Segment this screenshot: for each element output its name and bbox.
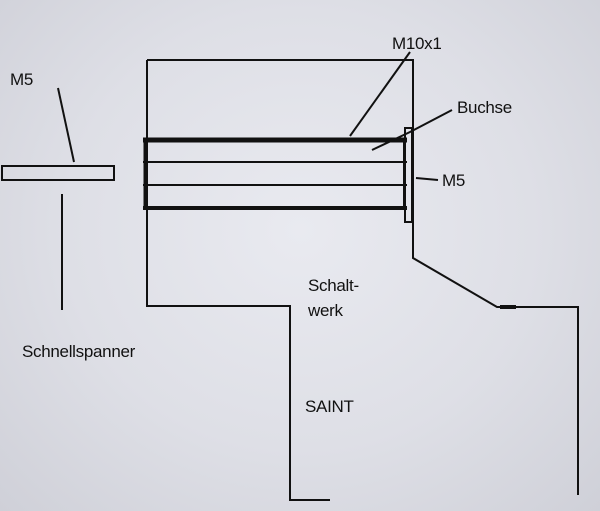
derailleur-housing-left — [146, 60, 330, 501]
label-m5-left: M5 — [10, 70, 34, 89]
label-schalt: Schalt- — [308, 276, 359, 295]
leader-buchse — [371, 109, 453, 151]
leader-m5-right — [415, 177, 439, 181]
leader-m5-left — [57, 87, 75, 163]
label-m10x1: M10x1 — [392, 34, 442, 53]
label-schnellspanner: Schnellspanner — [22, 342, 135, 361]
label-werk: werk — [308, 301, 343, 320]
label-saint: SAINT — [305, 397, 354, 416]
quick-release-bar — [1, 165, 115, 181]
label-buchse: Buchse — [457, 98, 512, 117]
derailleur-housing-outline — [147, 59, 579, 495]
label-m5-right: M5 — [442, 171, 466, 190]
bushing — [404, 127, 413, 223]
leader-m10x1 — [349, 51, 411, 137]
